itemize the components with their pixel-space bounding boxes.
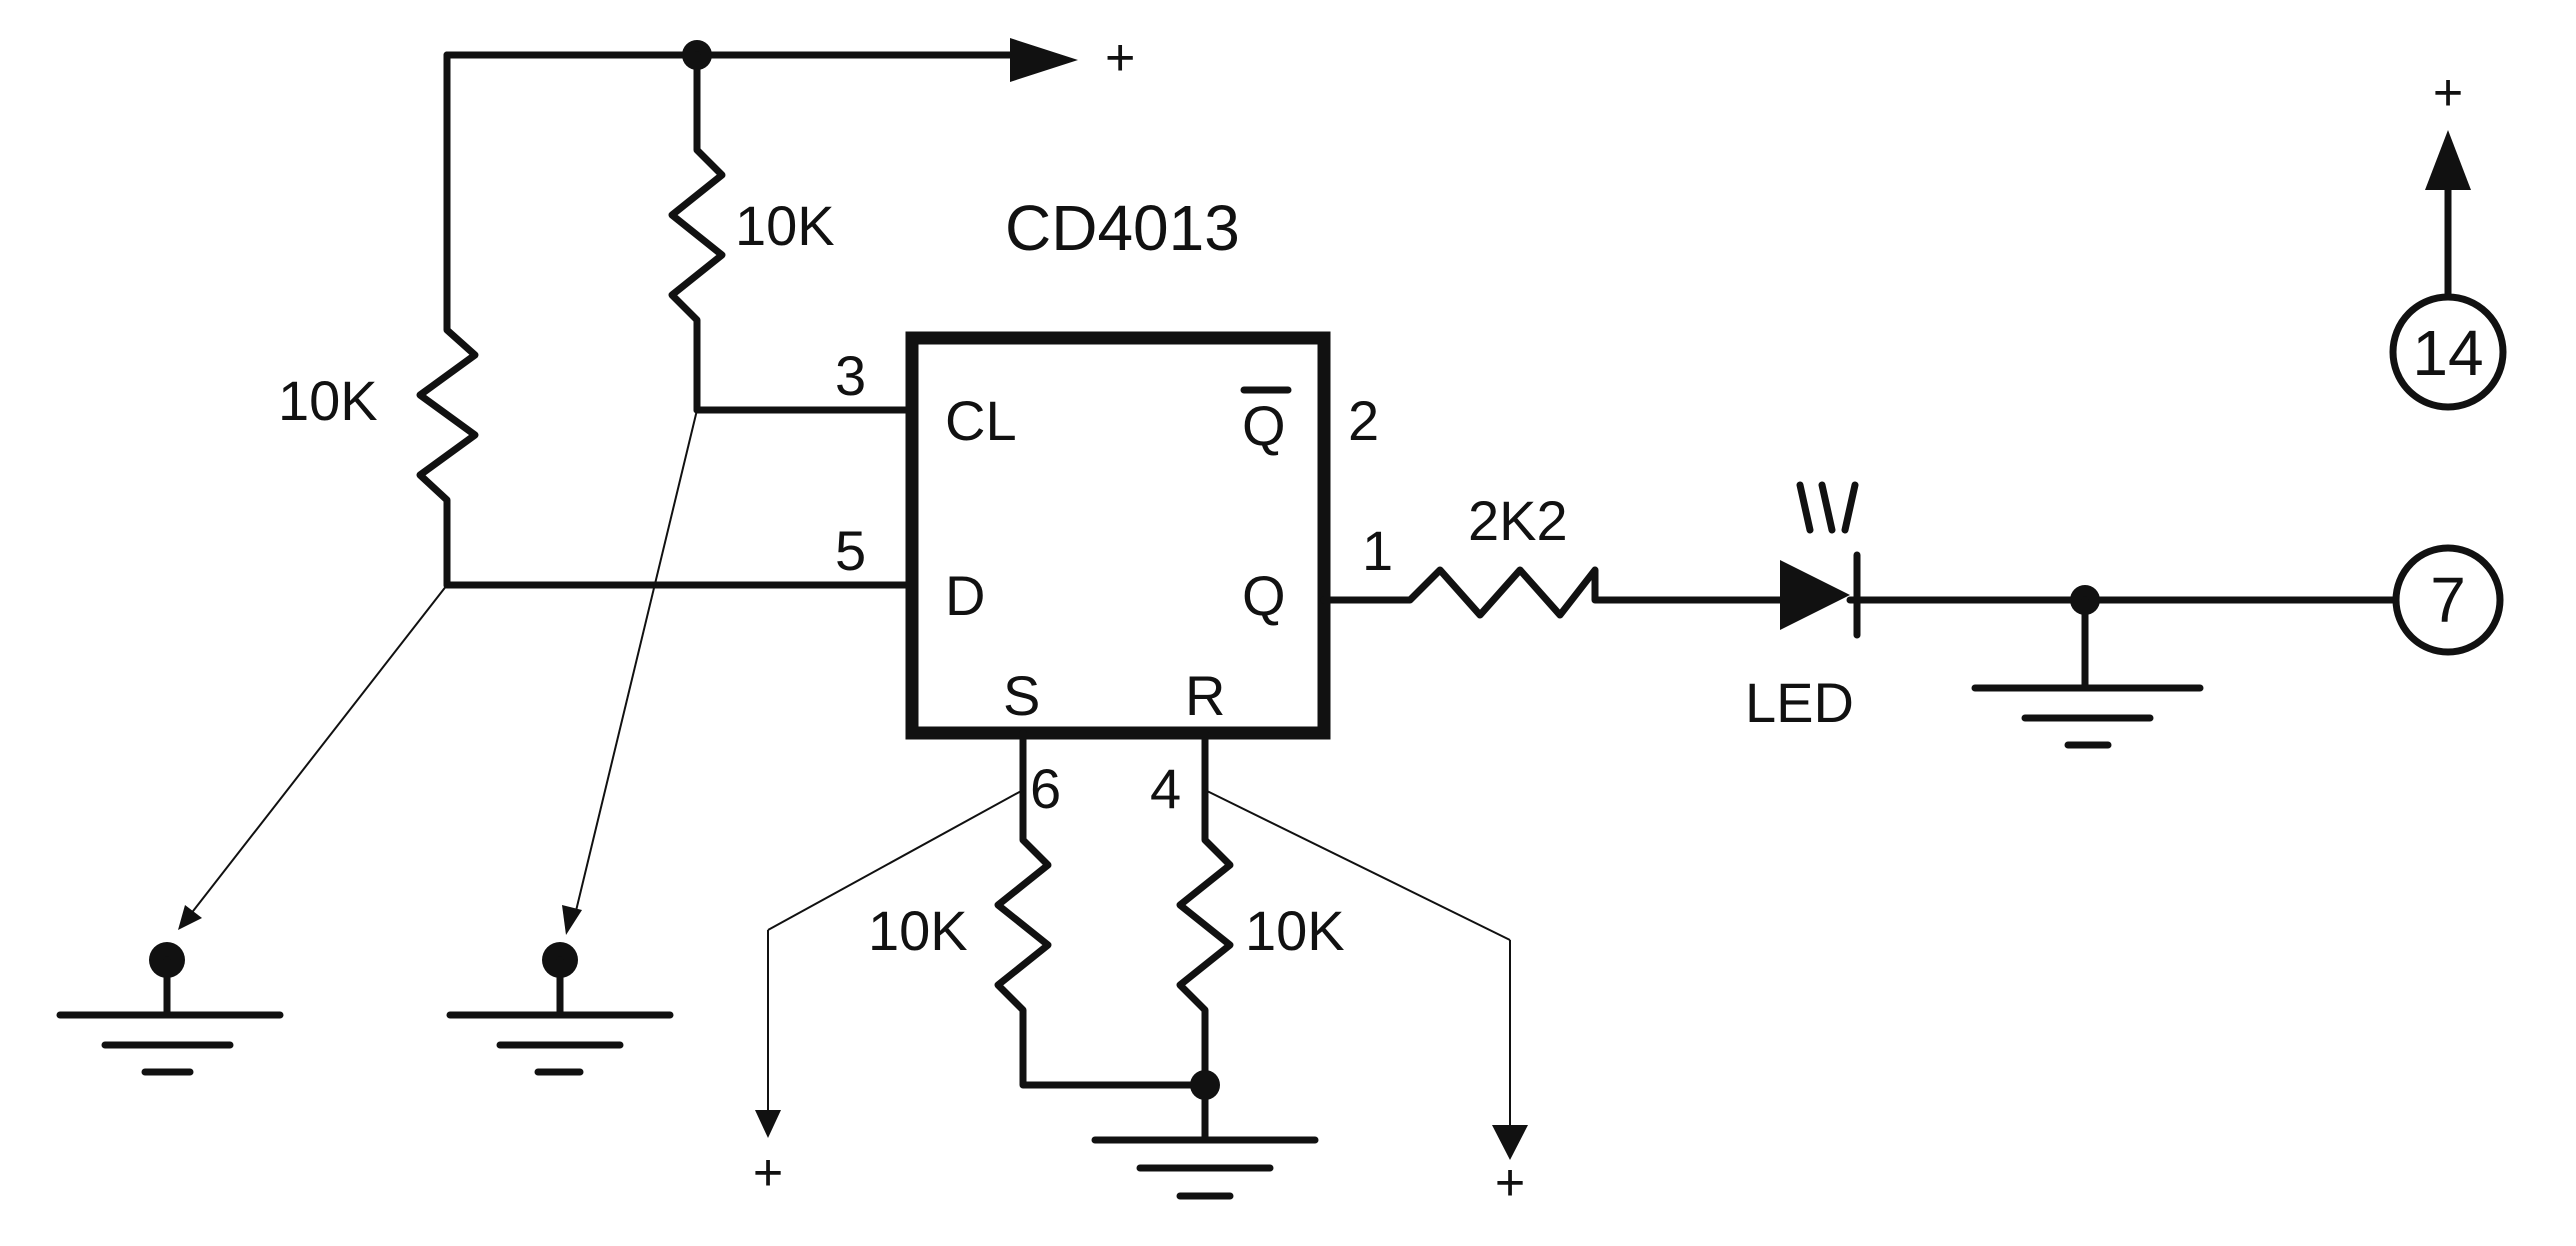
switch-plus-r: + <box>1204 789 1528 1212</box>
switch-plus-s: + <box>753 789 1024 1202</box>
pin-label-r: R <box>1185 664 1225 727</box>
pin-7-label: 7 <box>2430 564 2466 636</box>
supply-rail-top: + <box>443 29 1135 87</box>
supply-plus-top: + <box>1105 29 1135 87</box>
resistor-series: 2K2 <box>1320 489 1784 619</box>
resistor-left-label: 10K <box>278 369 378 432</box>
resistor-r-label: 10K <box>1245 899 1345 962</box>
led-label: LED <box>1745 671 1854 734</box>
resistor-top-label: 10K <box>735 194 835 257</box>
switch-ground-1 <box>56 584 448 1076</box>
pin-number-r: 4 <box>1150 757 1181 820</box>
pin-label-s: S <box>1003 664 1040 727</box>
switch-ground-2 <box>446 409 698 1076</box>
resistor-left: 10K <box>278 51 479 589</box>
resistor-series-label: 2K2 <box>1468 489 1568 552</box>
ic-name: CD4013 <box>1005 192 1240 264</box>
pin-label-d: D <box>945 564 985 627</box>
pin-number-cl: 3 <box>835 344 866 407</box>
connector-pin-14: + 14 <box>2389 64 2507 411</box>
pin-number-s: 6 <box>1030 757 1061 820</box>
ground-symbol-right <box>1971 585 2204 749</box>
resistor-s-label: 10K <box>868 899 968 962</box>
pin-label-qbar: Q <box>1242 394 1286 457</box>
pin-label-cl: CL <box>945 389 1017 452</box>
connector-pin-7: 7 <box>2392 544 2504 656</box>
ic-cd4013: CD4013 3 CL 5 D 2 Q 1 Q S R 6 4 <box>835 192 1393 820</box>
pin-label-q: Q <box>1242 564 1286 627</box>
ground-symbol-bottom <box>1091 1136 1319 1200</box>
led-symbol: LED <box>1745 481 2399 734</box>
pin-number-d: 5 <box>835 519 866 582</box>
supply-plus-r: + <box>1495 1154 1525 1212</box>
pin-number-qbar: 2 <box>1348 389 1379 452</box>
supply-plus-14: + <box>2433 64 2463 122</box>
resistor-top: 10K <box>668 51 835 414</box>
resistor-s: 10K <box>868 729 1209 1089</box>
pin-number-q: 1 <box>1362 519 1393 582</box>
pin-14-label: 14 <box>2412 317 2483 389</box>
resistor-r: 10K <box>1176 729 1345 1144</box>
supply-plus-s: + <box>753 1144 783 1202</box>
